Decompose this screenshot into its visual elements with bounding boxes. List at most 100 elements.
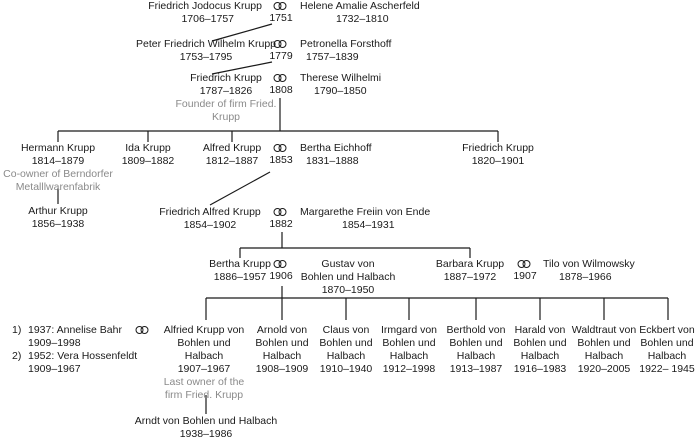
person-years: 1938–1986 <box>179 428 233 439</box>
person-name: Bohlen und Halbach <box>300 271 396 283</box>
person-years: 1790–1850 <box>314 85 367 97</box>
descent-line-1751 <box>211 23 273 42</box>
person-name: Friedrich Jodocus Krupp <box>148 0 262 12</box>
person-friedrich-krupp-1820: Friedrich Krupp 1820–1901 <box>462 142 534 168</box>
person-alfred-krupp: Alfred Krupp 1812–1887 <box>203 142 261 168</box>
person-years: 1812–1887 <box>205 155 259 167</box>
person-peter-friedrich-wilhelm-krupp: Peter Friedrich Wilhelm Krupp 1753–1795 <box>136 38 276 64</box>
person-name: Bohlen und <box>577 337 631 349</box>
marriage-entry-1: 1)1937: Annelise Bahr <box>12 324 137 337</box>
person-name: Bohlen und <box>177 337 231 349</box>
marriage-year-1751: 1751 <box>269 12 293 24</box>
marriage-rings-icon <box>273 144 289 154</box>
person-years: 1878–1966 <box>559 271 612 283</box>
person-name: Helene Amalie Ascherfeld <box>300 0 420 12</box>
person-eckbert-von-bohlen-und-halbach: Eckbert von Bohlen und Halbach 1922– 194… <box>639 324 694 376</box>
marriage-rings-icon <box>273 208 289 218</box>
person-years: 1706–1757 <box>181 13 234 25</box>
person-therese-wilhelmi: Therese Wilhelmi 1790–1850 <box>300 72 381 98</box>
marriage-year-1853: 1853 <box>269 154 293 166</box>
person-name: Ida Krupp <box>125 142 171 154</box>
person-years: 1753–1795 <box>179 51 233 63</box>
person-years: 1856–1938 <box>31 218 85 230</box>
marriage-rings-icon <box>517 260 533 270</box>
person-name: Alfred Krupp <box>202 142 262 154</box>
marriage-rings-icon <box>273 260 289 270</box>
person-name: Halbach <box>184 350 224 362</box>
person-name: Harald von <box>514 324 566 336</box>
marriage-years: 1909–1967 <box>28 363 81 375</box>
person-name: Arndt von Bohlen und Halbach <box>134 415 278 427</box>
person-name: Bohlen und <box>319 337 373 349</box>
person-name: Petronella Forsthoff <box>300 38 392 50</box>
person-years: 1854–1931 <box>342 219 395 231</box>
person-years: 1831–1888 <box>306 155 359 167</box>
person-years: 1870–1950 <box>321 284 375 296</box>
person-name: Bohlen und <box>255 337 309 349</box>
person-name: Bohlen und <box>382 337 436 349</box>
person-name: Halbach <box>262 350 302 362</box>
person-irmgard-von-bohlen-und-halbach: Irmgard von Bohlen und Halbach 1912–1998 <box>381 324 437 376</box>
person-alfried-krupp-von-bohlen-und-halbach: Alfried Krupp von Bohlen und Halbach 190… <box>164 324 245 402</box>
marriage-spouse: 1937: Annelise Bahr <box>28 324 122 336</box>
person-name: Waldtraut von <box>571 324 637 336</box>
person-years: 1920–2005 <box>577 363 631 375</box>
person-years: 1913–1987 <box>449 363 503 375</box>
person-years: 1757–1839 <box>306 51 359 63</box>
person-waldtraut-von-bohlen-und-halbach: Waldtraut von Bohlen und Halbach 1920–20… <box>572 324 636 376</box>
person-years: 1809–1882 <box>121 155 175 167</box>
person-arndt-von-bohlen-und-halbach: Arndt von Bohlen und Halbach 1938–1986 <box>135 415 277 439</box>
person-name: Hermann Krupp <box>20 142 96 154</box>
alfried-marriages: 1)1937: Annelise Bahr 1909–1998 2)1952: … <box>12 324 137 376</box>
person-name: Friedrich Krupp <box>462 142 534 154</box>
person-name: Gustav von <box>321 258 375 270</box>
person-name: Margarethe Freiin von Ende <box>300 206 431 218</box>
person-name: Bertha Eichhoff <box>300 142 372 154</box>
person-friedrich-jodocus-krupp: Friedrich Jodocus Krupp 1706–1757 <box>148 0 262 26</box>
person-claus-von-bohlen-und-halbach: Claus von Bohlen und Halbach 1910–1940 <box>319 324 372 376</box>
person-years: 1814–1879 <box>31 155 85 167</box>
person-margarethe-freiin-von-ende: Margarethe Freiin von Ende 1854–1931 <box>300 206 430 232</box>
person-name: Bohlen und <box>449 337 503 349</box>
person-name: Barbara Krupp <box>435 258 505 270</box>
person-name: Halbach <box>389 350 429 362</box>
marriage-spouse: 1952: Vera Hossenfeldt <box>28 350 138 362</box>
person-petronella-forsthoff: Petronella Forsthoff 1757–1839 <box>300 38 391 64</box>
person-years: 1854–1902 <box>183 219 237 231</box>
person-name: Friedrich Krupp <box>190 72 262 84</box>
person-name: Irmgard von <box>380 324 438 336</box>
person-name: Bertha Krupp <box>209 258 271 270</box>
person-name: Claus von <box>322 324 370 336</box>
person-barbara-krupp: Barbara Krupp 1887–1972 <box>436 258 504 284</box>
marriage-rings-icon <box>273 74 289 84</box>
person-years: 1916–1983 <box>513 363 567 375</box>
person-name: Halbach <box>520 350 560 362</box>
marriage-year-1906: 1906 <box>269 270 293 282</box>
person-friedrich-alfred-krupp: Friedrich Alfred Krupp 1854–1902 <box>159 206 261 232</box>
person-bertha-eichhoff: Bertha Eichhoff 1831–1888 <box>300 142 372 168</box>
person-note: firm Fried. Krupp <box>164 389 244 401</box>
person-name: Therese Wilhelmi <box>300 72 382 84</box>
person-name: Tilo von Wilmowsky <box>543 258 635 270</box>
person-name: Berthold von <box>446 324 506 336</box>
person-years: 1886–1957 <box>213 271 267 283</box>
marriage-entry-2: 2)1952: Vera Hossenfeldt <box>12 350 137 363</box>
descent-line-1853 <box>209 171 271 206</box>
person-tilo-von-wilmowsky: Tilo von Wilmowsky 1878–1966 <box>543 258 635 284</box>
marriage-year-1907: 1907 <box>513 270 537 282</box>
person-name: Halbach <box>326 350 366 362</box>
person-helene-amalie-ascherfeld: Helene Amalie Ascherfeld 1732–1810 <box>300 0 420 26</box>
marriage-rings-icon <box>273 2 289 12</box>
marriage-rings-icon <box>135 326 151 336</box>
person-name: Bohlen und <box>513 337 567 349</box>
person-years: 1922– 1945 <box>639 363 695 375</box>
person-note: Last owner of the <box>163 376 245 388</box>
person-years: 1908–1909 <box>255 363 309 375</box>
person-hermann-krupp: Hermann Krupp 1814–1879 Co-owner of Bern… <box>3 142 113 194</box>
person-name: Eckbert von <box>639 324 695 336</box>
person-friedrich-krupp-1787: Friedrich Krupp 1787–1826 Founder of fir… <box>174 72 278 124</box>
person-years: 1732–1810 <box>336 13 389 25</box>
person-name: Halbach <box>456 350 496 362</box>
